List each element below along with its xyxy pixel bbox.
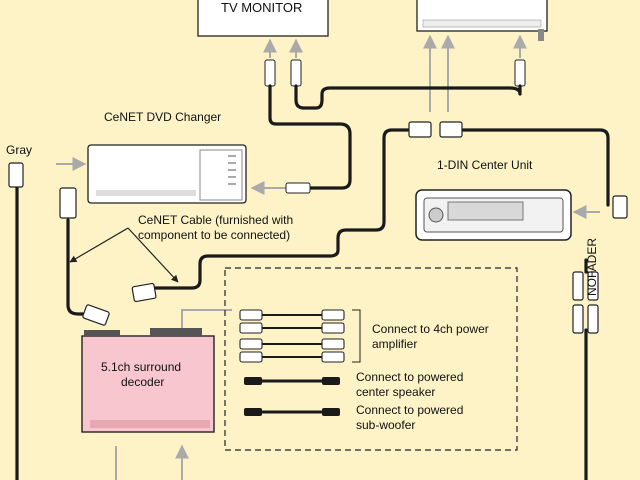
dvd-input-plug bbox=[285, 182, 311, 194]
cenet-pointer-left bbox=[69, 227, 129, 263]
nofader-label: NOFADER bbox=[585, 237, 599, 296]
decoder-label-line2: decoder bbox=[121, 375, 165, 389]
cenet-cable-label-line2: component to be connected) bbox=[138, 228, 291, 242]
subwoofer-label-line1: Connect to powered bbox=[356, 403, 464, 417]
subwoofer-label-line2: sub-woofer bbox=[356, 418, 416, 432]
cenet-pointer-right bbox=[127, 227, 179, 283]
amp-label-line1: Connect to 4ch power bbox=[372, 322, 489, 336]
nofader-plugs bbox=[572, 271, 599, 334]
tv-monitor bbox=[197, 0, 329, 37]
gray-label: Gray bbox=[6, 143, 33, 157]
cenet-cable-label-line1: CeNET Cable (furnished with bbox=[138, 213, 294, 227]
surround-decoder bbox=[81, 328, 215, 433]
amp-rca-cables bbox=[239, 309, 361, 363]
decoder-label-line1: 5.1ch surround bbox=[101, 360, 182, 374]
top-right-component bbox=[416, 0, 548, 41]
cable-tv-to-component bbox=[294, 84, 522, 110]
cables bbox=[15, 84, 610, 480]
cable-tv-to-dvd bbox=[268, 84, 352, 190]
tv-monitor-label: TV MONITOR bbox=[221, 0, 303, 15]
cable-cenet-to-decoder bbox=[148, 128, 412, 290]
rca-plug-pair-tv bbox=[264, 59, 302, 87]
dvd-changer bbox=[87, 144, 247, 204]
center-speaker-label-line1: Connect to powered bbox=[356, 370, 464, 384]
dvd-changer-label: CeNET DVD Changer bbox=[104, 110, 222, 124]
center-speaker-label-line2: center speaker bbox=[356, 385, 436, 399]
decoder-output-arrow bbox=[181, 309, 232, 328]
cenet-connectors bbox=[8, 121, 628, 326]
amp-label-line2: amplifier bbox=[372, 337, 418, 351]
output-box bbox=[224, 267, 518, 451]
cable-center-unit-cenet bbox=[460, 128, 610, 207]
rca-plug-top-right bbox=[514, 59, 526, 87]
center-unit bbox=[415, 189, 572, 241]
cable-dvd-to-decoder bbox=[66, 218, 90, 316]
subwoofer-cable bbox=[244, 408, 340, 416]
center-unit-label: 1-DIN Center Unit bbox=[437, 158, 533, 172]
center-speaker-cable bbox=[244, 377, 340, 385]
